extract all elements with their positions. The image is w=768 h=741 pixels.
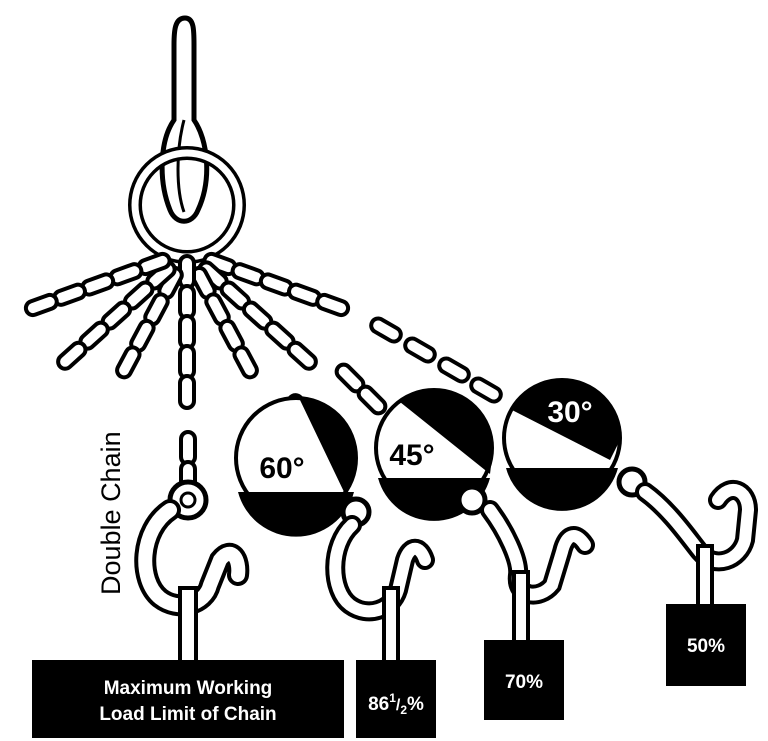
- angle-60-assembly: 60° 861/2%: [234, 390, 436, 738]
- angle-60-label: 60°: [259, 452, 304, 485]
- vertical-chain-lower: [134, 430, 250, 664]
- angle-30-assembly: 30° 50%: [366, 313, 759, 686]
- master-link: [128, 15, 246, 264]
- angle-30-load: 50%: [687, 636, 725, 657]
- angle-45-label: 45°: [389, 439, 434, 472]
- angle-60-load: 861/2%: [368, 691, 424, 717]
- fanned-chains: [21, 249, 353, 410]
- angle-30-label: 30°: [547, 396, 592, 429]
- angle-45-load: 70%: [505, 672, 543, 693]
- main-load-box: Maximum Working Load Limit of Chain: [32, 660, 344, 738]
- main-box-line1: Maximum Working: [104, 678, 273, 699]
- main-box-line2: Load Limit of Chain: [99, 704, 276, 725]
- double-chain-label: Double Chain: [96, 431, 126, 595]
- angle-45-assembly: 45° 70%: [334, 362, 595, 720]
